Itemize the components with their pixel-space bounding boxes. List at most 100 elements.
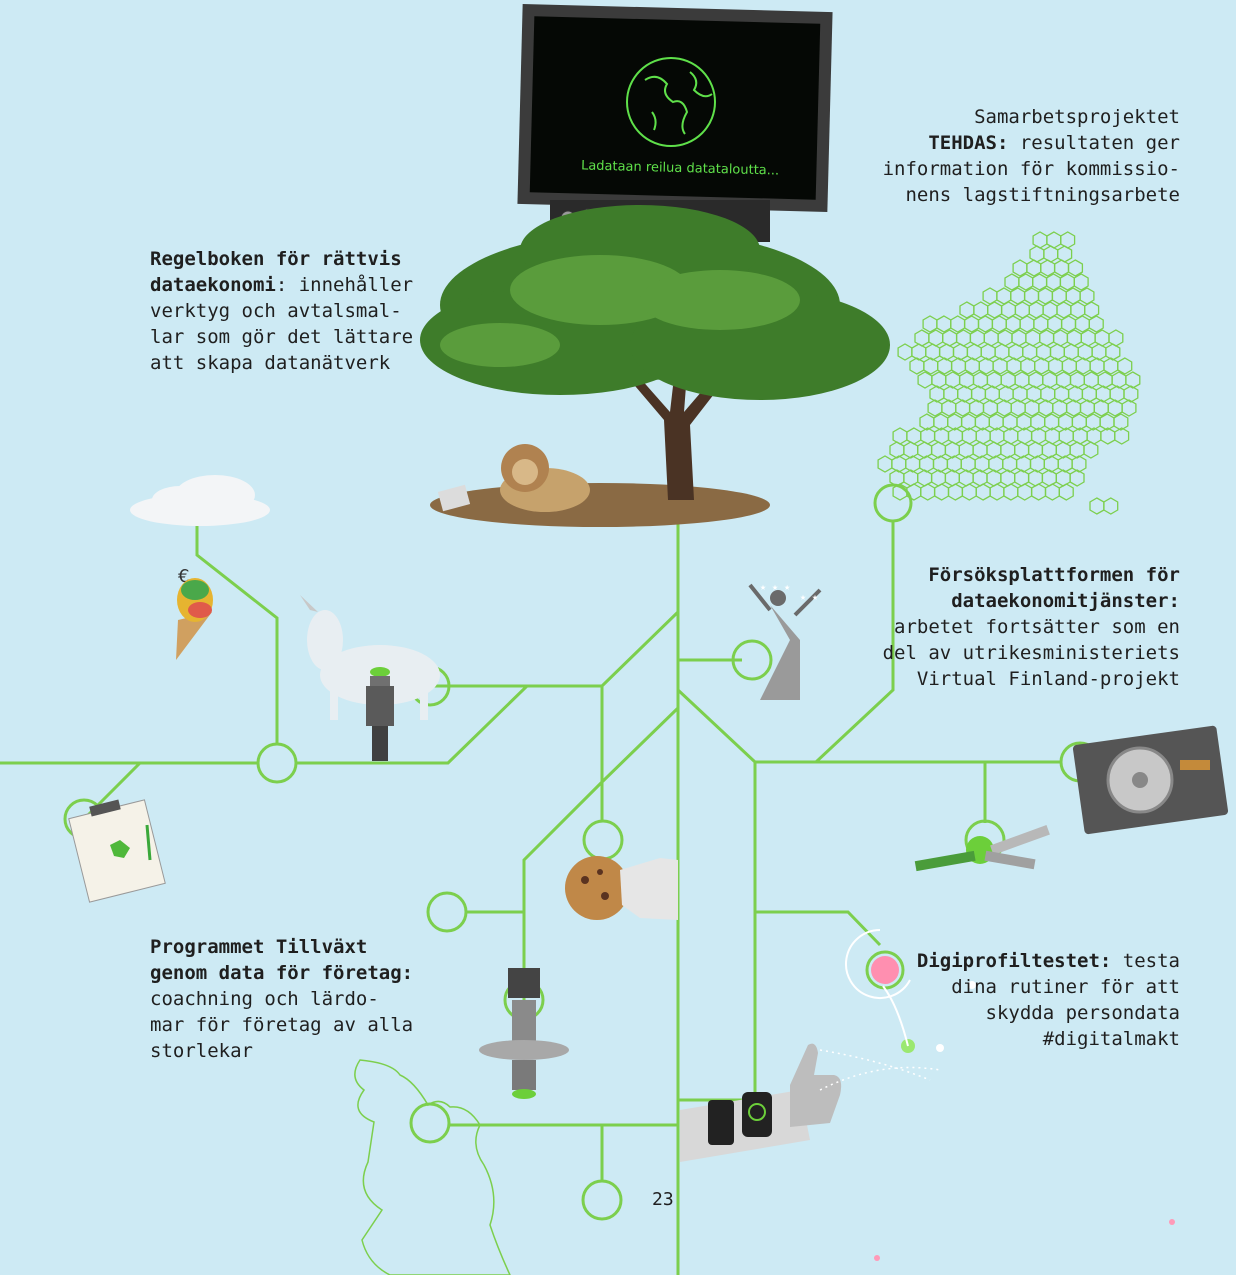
hex-cell [968, 399, 985, 417]
hex-cell [1113, 413, 1129, 431]
hex-cell [958, 371, 975, 389]
hex-cell [1041, 441, 1057, 459]
hex-cell [950, 315, 966, 333]
hex-cell [947, 413, 963, 431]
hex-cell [914, 329, 930, 347]
hex-cell [1030, 427, 1047, 445]
hex-cell [938, 343, 955, 361]
programmet-line5: storlekar [150, 1040, 253, 1062]
hex-cell [1015, 455, 1032, 473]
tree-icon [420, 205, 890, 527]
hex-cell [1047, 315, 1063, 333]
hex-cell [1081, 385, 1097, 403]
hex-cell [1026, 385, 1042, 403]
hex-cell [1043, 455, 1059, 473]
hex-cell [986, 469, 1002, 487]
digiprofil-line1: testa [1111, 950, 1180, 972]
hex-cell [1058, 483, 1074, 501]
hex-cell [933, 483, 950, 501]
hex-cell [1043, 245, 1059, 263]
hex-cell [1027, 441, 1044, 459]
hex-cell [1067, 259, 1084, 277]
hex-cell [1079, 399, 1095, 417]
hex-cell [1060, 231, 1076, 249]
hex-cell [986, 371, 1002, 389]
hex-cell [1055, 371, 1072, 389]
target-icon [845, 929, 976, 1053]
hex-cell [1022, 343, 1038, 361]
hex-cell [922, 315, 938, 333]
regelboken-line2: : innehåller [275, 274, 414, 296]
hex-cell [989, 483, 1005, 501]
hex-cell [945, 371, 961, 389]
hex-cell [1069, 371, 1085, 389]
hex-cell [917, 371, 933, 389]
hex-cell [972, 371, 989, 389]
hex-cell [1058, 427, 1074, 445]
regelboken-line4: lar som gör det lättare [150, 326, 414, 348]
hex-cell [903, 469, 919, 487]
ice-cream-icon [176, 578, 213, 660]
hex-cell [1025, 329, 1041, 347]
hex-cell [1003, 427, 1019, 445]
dotted-lines [819, 1049, 941, 1091]
programmet-bold2: genom data för företag: [150, 962, 414, 984]
regelboken-bold1: Regelboken för rättvis [150, 248, 402, 270]
hex-cell [937, 357, 953, 375]
robot-icon [366, 667, 394, 761]
hex-cell [906, 427, 922, 445]
hex-cell [1014, 371, 1030, 389]
hex-cell [936, 315, 952, 333]
hex-cell [1038, 399, 1054, 417]
hex-cell [1002, 413, 1018, 431]
forsok-bold1: Försöksplattformen för [928, 564, 1180, 586]
hex-cell [1014, 441, 1030, 459]
hex-cell [1000, 371, 1016, 389]
hex-cell [1030, 413, 1046, 431]
hex-cell [944, 469, 960, 487]
programmet-bold1: Programmet Tillväxt [150, 936, 368, 958]
hex-cell [1052, 399, 1068, 417]
hex-cell [1039, 329, 1055, 347]
forsok-line3: arbetet fortsätter som en [894, 616, 1180, 638]
hex-cell [930, 469, 947, 487]
hex-cell [877, 455, 893, 473]
hex-cell [1093, 399, 1109, 417]
hex-cell [905, 455, 921, 473]
hex-cell [1000, 441, 1016, 459]
hex-cell [952, 343, 969, 361]
hex-cell [963, 315, 980, 333]
hex-cell [1042, 371, 1058, 389]
hex-cell [1125, 371, 1141, 389]
hex-cell [903, 441, 919, 459]
hex-cell [1121, 399, 1137, 417]
hex-cell [1075, 357, 1091, 375]
hex-cell [1111, 371, 1127, 389]
hex-cell [969, 329, 985, 347]
hex-cell [1057, 245, 1073, 263]
hex-cell [1026, 259, 1042, 277]
forsok-line4: del av utrikesministeriets [882, 642, 1180, 664]
hex-cell [892, 427, 908, 445]
globe-icon [626, 57, 716, 147]
programmet-line4: mar för företag av alla [150, 1014, 414, 1036]
hex-cell [1030, 483, 1047, 501]
hex-cell [1099, 413, 1115, 431]
hex-cell [932, 455, 949, 473]
hex-cell [1066, 329, 1082, 347]
hex-cell [989, 427, 1005, 445]
tehdas-line4: nens lagstiftningsarbete [905, 184, 1180, 206]
hex-cell [984, 385, 1000, 403]
hex-cell [998, 385, 1014, 403]
hex-cell [1072, 427, 1088, 445]
regelboken-line3: verktyg och avtalsmal- [150, 300, 402, 322]
hex-cell [1017, 483, 1033, 501]
hex-cell [978, 357, 994, 375]
digiprofil-line2: dina rutiner för att [951, 976, 1180, 998]
clipboard-icon [68, 799, 166, 903]
hex-cell [974, 413, 990, 431]
hex-cell [1034, 357, 1050, 375]
hard-drive-icon [1072, 725, 1229, 835]
hex-cell [1045, 273, 1062, 291]
hex-cell [925, 343, 941, 361]
